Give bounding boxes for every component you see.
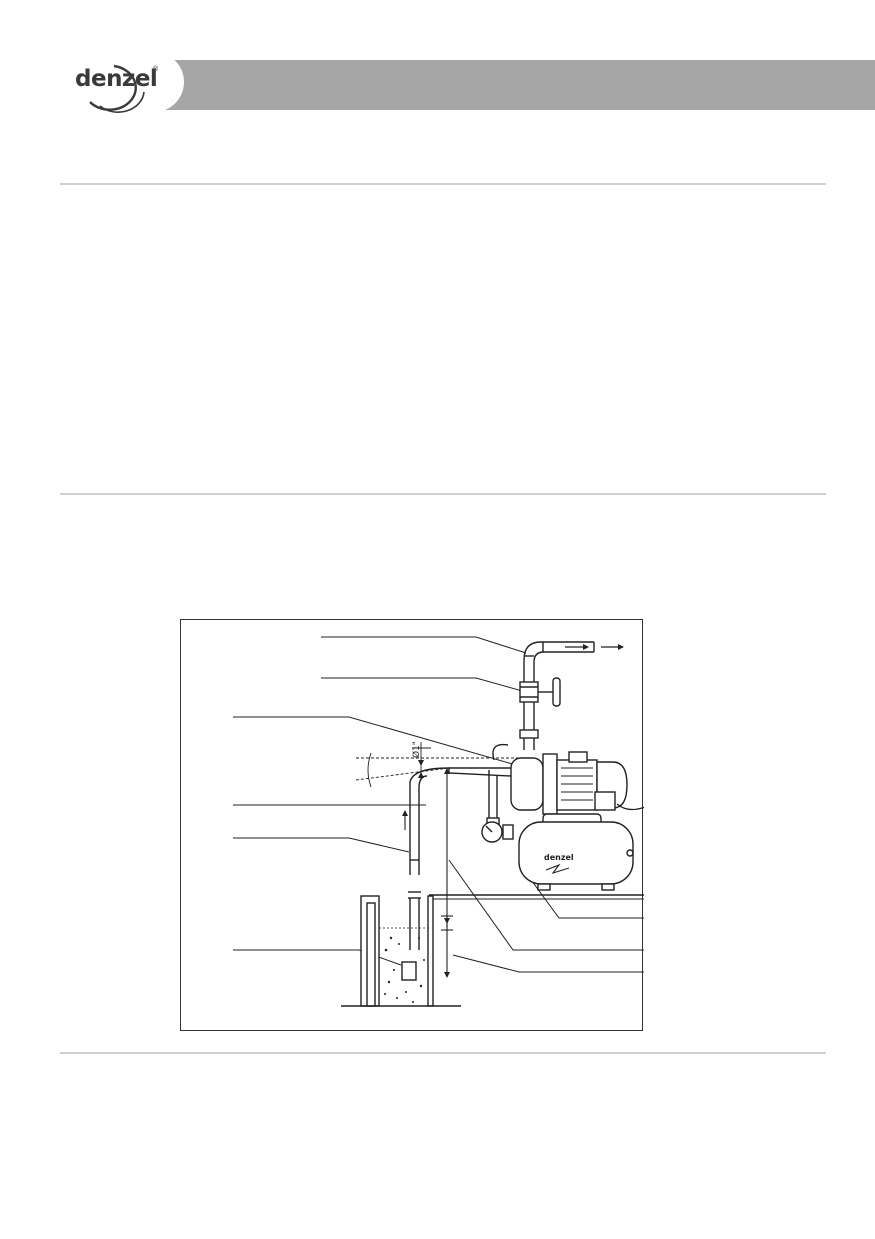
pump-unit — [492, 743, 628, 815]
foot-valve — [401, 961, 417, 981]
header-bar — [150, 60, 875, 110]
well-shaft — [341, 895, 461, 1007]
slope-indicator — [355, 742, 521, 788]
gate-valve — [519, 677, 561, 707]
installation-diagram: Ø1" denzel — [180, 619, 644, 1031]
logo-swoosh-icon — [89, 64, 145, 113]
pipe-diameter-label: Ø1" — [411, 741, 422, 758]
installation-diagram-drawing: Ø1" denzel — [233, 636, 644, 1007]
pipe-coupling — [519, 729, 539, 739]
pressure-tank — [518, 813, 634, 891]
logo-badge — [52, 52, 184, 112]
power-cord — [616, 803, 644, 811]
section-divider-bottom — [60, 1052, 826, 1054]
tank-brand-label: denzel — [544, 853, 574, 862]
callout-lines-right — [448, 859, 644, 973]
callout-lines-left — [233, 636, 527, 966]
section-divider-top — [60, 183, 826, 185]
well-water — [384, 936, 425, 1003]
section-divider-middle — [60, 493, 826, 495]
pressure-gauge — [481, 770, 514, 843]
brand-logo: denzel ® — [70, 58, 165, 114]
suction-pipe — [401, 767, 512, 981]
discharge-pipe — [523, 641, 624, 750]
logo-text: denzel — [75, 66, 158, 92]
logo-registered-mark: ® — [153, 66, 159, 73]
dimension-arrows — [441, 768, 453, 978]
